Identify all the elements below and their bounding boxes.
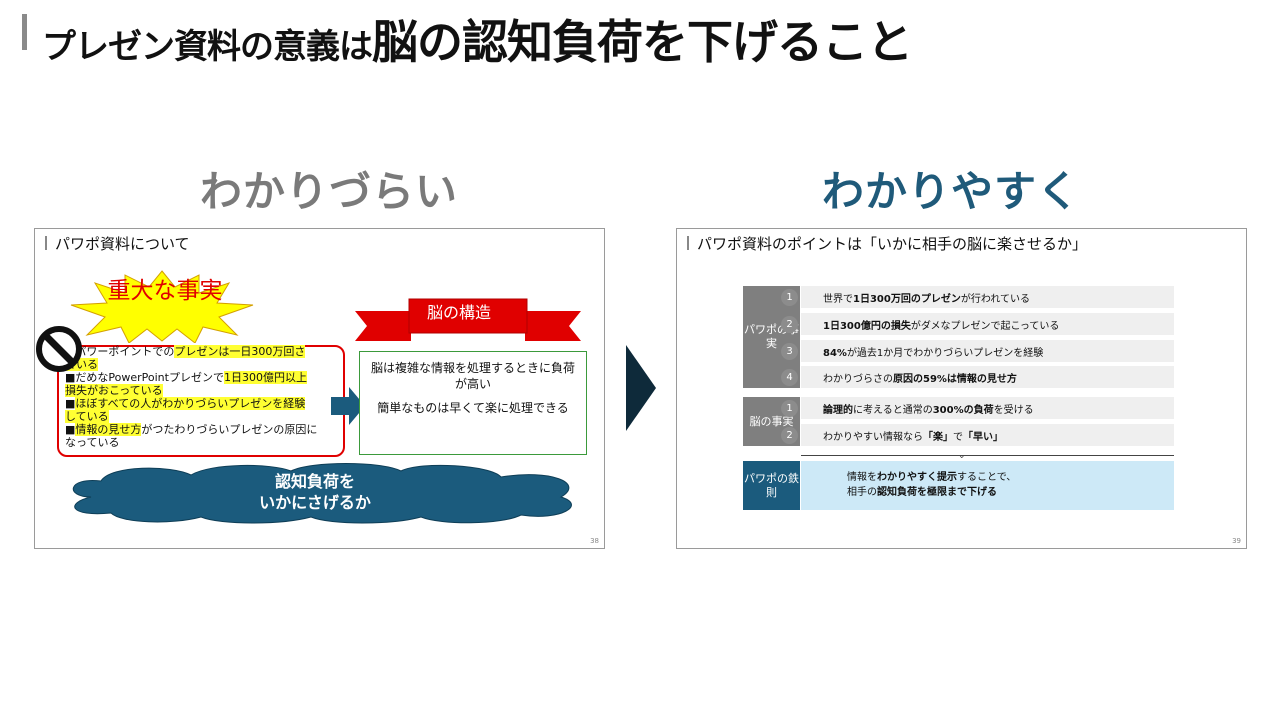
fact-item: ■パワーポイントでのプレゼンは一日300万回さている bbox=[65, 345, 306, 371]
divider bbox=[801, 455, 1174, 456]
starburst-shape bbox=[70, 270, 254, 343]
fact-item: ■ほぼすべての人がわかりづらいプレゼンを経験している bbox=[65, 397, 306, 423]
brain-text-2: 簡単なものは早くて楽に処理できる bbox=[377, 401, 569, 415]
fact-row: 3 84%が過去1か月でわかりづらいプレゼンを経験 bbox=[781, 340, 1174, 362]
right-arrow-icon bbox=[331, 387, 365, 425]
number-badge: 1 bbox=[781, 399, 798, 417]
chevron-down-icon: ⌄ bbox=[958, 451, 966, 461]
fact-item: ■情報の見せ方がつたわりづらいプレゼンの原因になっている bbox=[65, 423, 318, 449]
number-badge: 2 bbox=[781, 315, 798, 333]
no-entry-icon bbox=[36, 326, 82, 372]
fact-item: ■だめなPowerPointプレゼンで1日300億円以上損失がおこっている bbox=[65, 371, 307, 397]
fact-row: 2 わかりやすい情報なら「楽」で「早い」 bbox=[781, 424, 1174, 446]
number-badge: 3 bbox=[781, 342, 798, 360]
bad-slide-title: パワポ資料について bbox=[45, 233, 190, 254]
rule-line-1: 情報をわかりやすく提示することで、 bbox=[847, 472, 1017, 483]
rule-label: パワポの鉄則 bbox=[743, 461, 800, 510]
label-easy-to-understand: わかりやすく bbox=[822, 167, 1081, 216]
good-example-slide: パワポ資料のポイントは「いかに相手の脳に楽させるか」 パワポの事実 1 世界で1… bbox=[676, 228, 1247, 549]
page-title: プレゼン資料の意義は 脳の認知負荷を下げること bbox=[42, 6, 913, 69]
burst-label: 重大な事実 bbox=[107, 278, 223, 304]
cloud-shape bbox=[72, 463, 572, 524]
rule-box: 情報をわかりやすく提示することで、 相手の認知負荷を極限まで下げる bbox=[801, 461, 1174, 510]
fact-row: 1 世界で1日300万回のプレゼンが行われている bbox=[781, 286, 1174, 308]
cloud-line-1: 認知負荷を bbox=[274, 472, 355, 491]
cloud-line-2: いかにさげるか bbox=[259, 493, 371, 512]
number-badge: 4 bbox=[781, 368, 798, 386]
good-slide-title: パワポ資料のポイントは「いかに相手の脳に楽させるか」 bbox=[687, 233, 1087, 254]
fact-row: 4 わかりづらさの原因の59%は情報の見せ方 bbox=[781, 366, 1174, 388]
number-badge: 1 bbox=[781, 288, 798, 306]
page-number: 38 bbox=[590, 537, 599, 545]
label-hard-to-understand: わかりづらい bbox=[200, 167, 459, 216]
fact-row: 1 論理的に考えると通常の300%の負荷を受ける bbox=[781, 397, 1174, 419]
brain-text-1: 脳は複雑な情報を処理するときに負荷が高い bbox=[370, 361, 575, 391]
title-accent-bar bbox=[22, 14, 27, 50]
page-number: 39 bbox=[1232, 537, 1241, 545]
ribbon-banner bbox=[355, 298, 581, 341]
transition-arrow-icon bbox=[626, 345, 656, 431]
ribbon-label: 脳の構造 bbox=[426, 303, 491, 322]
fact-row: 2 1日300億円の損失がダメなプレゼンで起こっている bbox=[781, 313, 1174, 335]
fact-list: ■パワーポイントでのプレゼンは一日300万回さている ■だめなPowerPoin… bbox=[65, 345, 327, 449]
brain-structure-box: 脳は複雑な情報を処理するときに負荷が高い 簡単なものは早くて楽に処理できる bbox=[359, 351, 587, 455]
bad-example-slide: パワポ資料について 重大な事実 ■パワーポイントでのプレゼンは一日300万回さて… bbox=[34, 228, 605, 549]
rule-line-2: 相手の認知負荷を極限まで下げる bbox=[847, 487, 997, 498]
page-title-part1: プレゼン資料の意義は bbox=[42, 27, 373, 67]
number-badge: 2 bbox=[781, 426, 798, 444]
page-title-part2: 脳の認知負荷を下げること bbox=[372, 15, 913, 69]
cloud-label: 認知負荷を いかにさげるか bbox=[195, 471, 435, 513]
